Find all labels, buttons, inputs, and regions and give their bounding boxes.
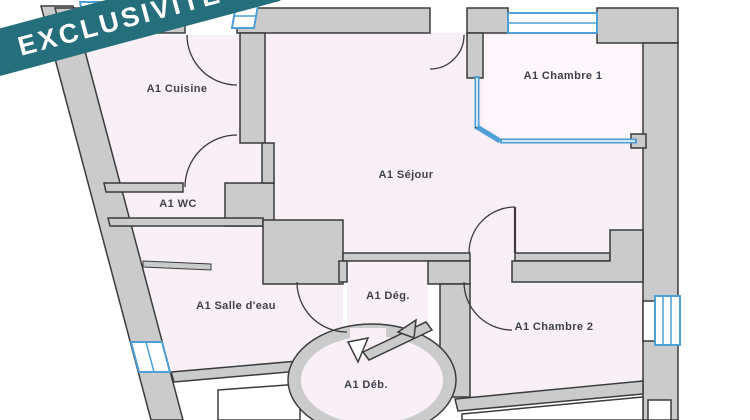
door-arc-cuisine: [186, 34, 238, 86]
door-arc-salle-eau: [296, 281, 348, 333]
room-floor-cuisine: [80, 35, 265, 192]
right-wall: [642, 42, 679, 420]
debarras-arrow-tip: [396, 318, 417, 340]
room-label-sejour: A1 Séjour: [379, 169, 434, 181]
cuisine-sejour-divider-wall: [239, 32, 266, 144]
room-label-cuisine: A1 Cuisine: [147, 83, 208, 95]
wc-bottom-wall: [107, 217, 264, 227]
room-label-degagement: A1 Dég.: [366, 290, 410, 302]
room-floor-vestibule: [470, 253, 515, 282]
window-chambre2-niche: [642, 300, 656, 342]
room-label-salle-eau: A1 Salle d'eau: [196, 300, 276, 312]
wc-top-wall: [103, 182, 184, 193]
sejour-entry-wall-stub: [466, 32, 484, 79]
chambre2-north-wall-block: [511, 229, 644, 283]
left-slanted-wall: [40, 5, 184, 420]
divider-lower-stub: [261, 142, 275, 184]
degagement-west-wall-stub: [338, 260, 348, 283]
room-floor-chambre2: [470, 282, 643, 397]
bottom-left-opening: [217, 383, 301, 420]
room-floor-debarras: [301, 336, 443, 420]
room-label-chambre1: A1 Chambre 1: [524, 70, 603, 82]
sejour-bottom-wall-west: [342, 252, 471, 262]
top-wall-segment-b: [236, 7, 431, 34]
window-chambre2-icon: [654, 295, 681, 346]
room-floor-degagement: [347, 261, 428, 332]
door-arc-chambre2: [463, 281, 513, 331]
room-floor-wc: [121, 190, 225, 218]
room-floor-chambre1: [483, 35, 640, 138]
right-wall-niche: [647, 399, 672, 420]
room-label-debarras: A1 Déb.: [344, 379, 388, 391]
salle-eau-partition-wall: [142, 260, 212, 271]
door-arc-sejour-south: [468, 206, 516, 254]
room-label-wc: A1 WC: [159, 198, 196, 210]
corridor-east-wall-upper: [427, 260, 471, 285]
glazing-diagonal: [475, 124, 502, 144]
top-wall-segment-c: [466, 7, 509, 34]
room-label-chambre2: A1 Chambre 2: [515, 321, 594, 333]
bottom-right-opening: [461, 396, 644, 420]
chambre2-bottom-wall: [454, 380, 644, 412]
central-wall-block: [262, 219, 344, 285]
window-left-wall-mullion: [145, 341, 155, 373]
top-right-corner-wall: [596, 7, 679, 44]
door-arc-wc: [184, 134, 238, 188]
door-arc-sejour-entry: [429, 34, 465, 70]
sejour-bottom-wall-east: [514, 252, 611, 262]
debarras-arrow-head: [346, 336, 370, 364]
